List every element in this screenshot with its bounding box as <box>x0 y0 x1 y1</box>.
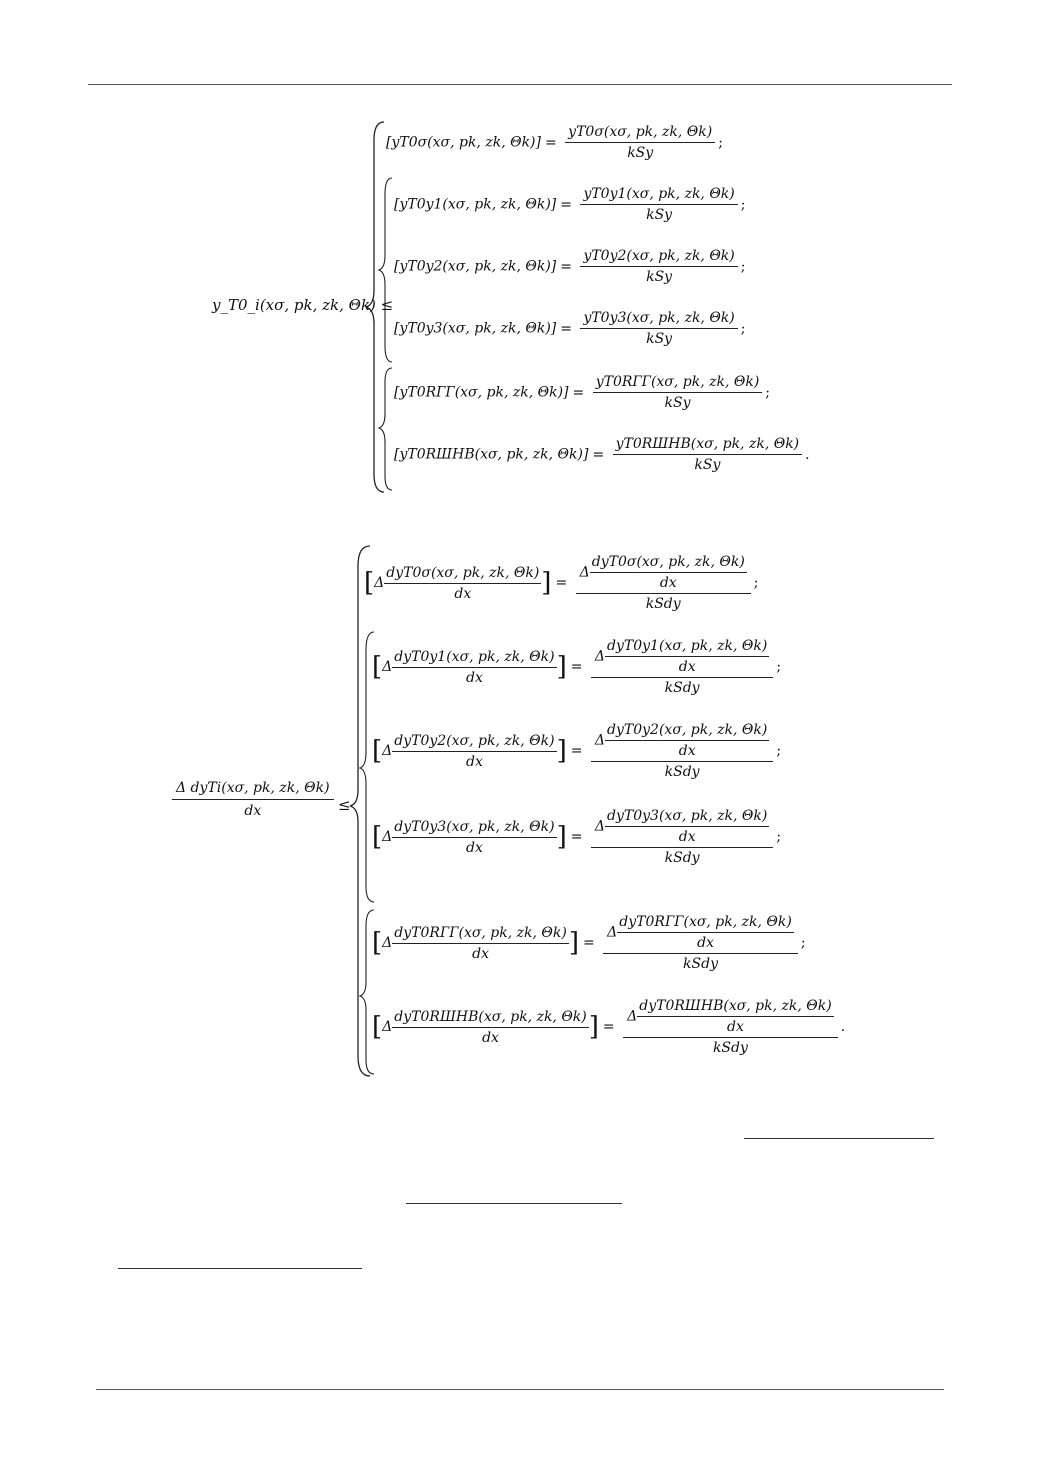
eq2-lhs: Δ dyTi(xσ, pk, zk, Θk) dx <box>172 780 334 819</box>
eq1-row-4: [yT0y3(xσ, pk, zk, Θk)]= yT0y3(xσ, pk, z… <box>394 310 746 347</box>
eq2-leq: ≤ <box>338 796 351 814</box>
blank-line-3 <box>118 1268 362 1269</box>
blank-line-1 <box>744 1138 934 1139</box>
eq1-row-1: [yT0σ(xσ, pk, zk, Θk)]= yT0σ(xσ, pk, zk,… <box>386 124 723 161</box>
footer-rule <box>96 1389 944 1390</box>
header-rule <box>88 84 952 85</box>
eq1-row-2: [yT0y1(xσ, pk, zk, Θk)]= yT0y1(xσ, pk, z… <box>394 186 746 223</box>
eq1-row-5: [yT0RГГ(xσ, pk, zk, Θk)]= yT0RГГ(xσ, pk,… <box>394 374 770 411</box>
eq1-lhs: y_T0_i(xσ, pk, zk, Θk) ≤ <box>212 296 394 314</box>
blank-line-2 <box>406 1203 622 1204</box>
eq1-row-3: [yT0y2(xσ, pk, zk, Θk)]= yT0y2(xσ, pk, z… <box>394 248 746 285</box>
eq1-row-6: [yT0RШНВ(xσ, pk, zk, Θk)]= yT0RШНВ(xσ, p… <box>394 436 810 473</box>
